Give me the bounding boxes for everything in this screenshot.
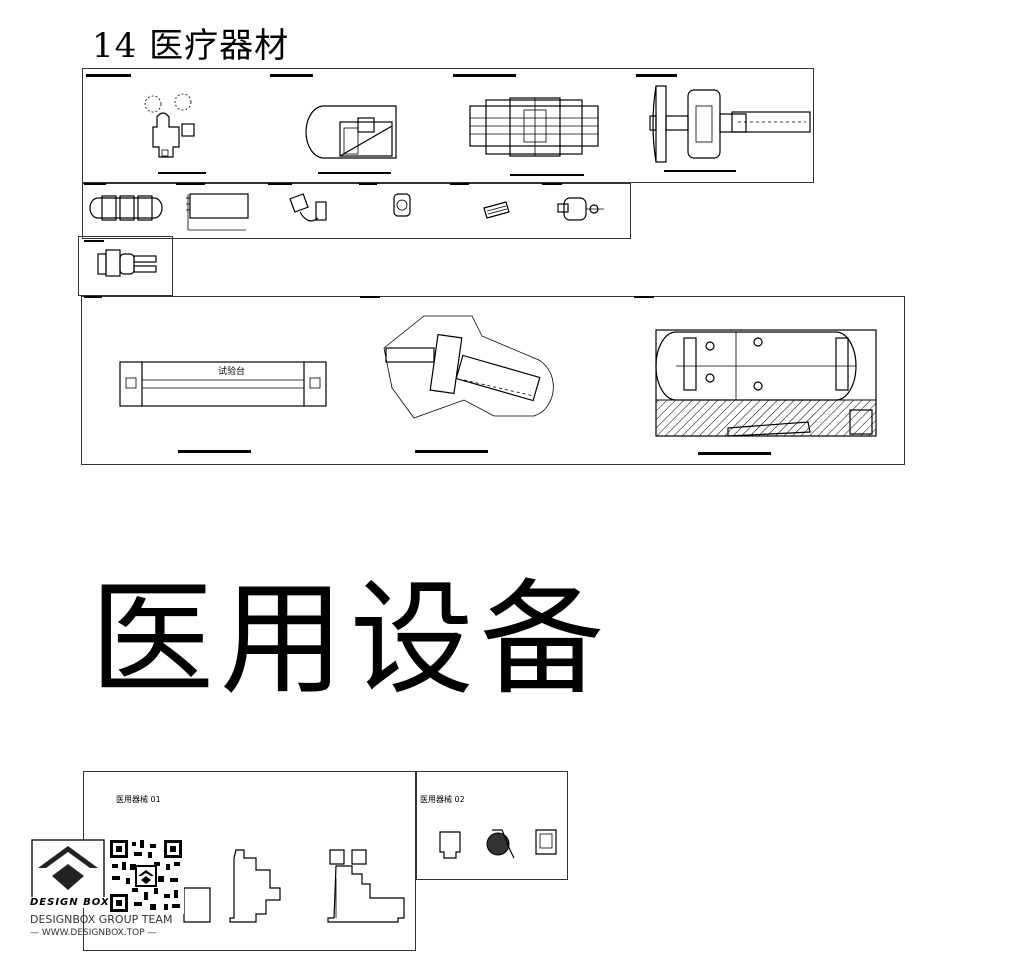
label-bar <box>360 296 380 298</box>
stretcher-drawing <box>89 195 163 221</box>
monitor-drawing <box>393 193 411 217</box>
label-bar <box>453 74 516 77</box>
label-bar <box>415 450 488 453</box>
treatment-unit-drawing <box>305 105 397 159</box>
label-bar <box>84 296 102 298</box>
medical-instruments-02-panel <box>416 771 568 880</box>
label-bar <box>84 183 106 185</box>
label-bar <box>510 174 584 176</box>
equipment-row-4-frame <box>81 296 905 465</box>
dental-chair-drawing <box>144 93 195 158</box>
test-table-label: 试验台 <box>218 367 246 377</box>
hyperbaric-chamber-drawing <box>655 329 877 437</box>
dental-unit-small-drawing <box>557 197 604 221</box>
label-bar <box>176 183 205 185</box>
wheelchair-icons-drawing <box>439 829 557 859</box>
label-bar <box>268 183 292 185</box>
operating-table-drawing <box>469 97 599 157</box>
panel-label-02: 医用器械 02 <box>420 795 465 804</box>
qr-code-image <box>108 838 184 914</box>
label-bar <box>450 183 469 185</box>
logo-text: DESIGN BOX <box>30 897 110 908</box>
website-text: — WWW.DESIGNBOX.TOP — <box>30 928 157 938</box>
label-bar <box>270 74 313 77</box>
test-table-drawing <box>119 361 327 407</box>
instrument-drawing <box>289 193 327 222</box>
label-bar <box>636 74 677 77</box>
label-bar <box>318 172 391 174</box>
medical-instrument-elevations <box>183 849 405 923</box>
keyboard-drawing <box>483 201 510 219</box>
equipment-row-1-frame <box>82 68 814 183</box>
wheelchair-top-drawing <box>97 249 157 277</box>
equipment-row-2-frame <box>82 183 631 239</box>
label-bar <box>359 183 377 185</box>
label-bar <box>158 172 206 174</box>
panel-label-01: 医用器械 01 <box>116 795 161 804</box>
label-bar <box>542 183 562 185</box>
group-text: DESIGNBOX GROUP TEAM <box>30 913 173 926</box>
label-bar <box>178 450 251 453</box>
designbox-logo <box>31 839 105 899</box>
equipment-row-3-frame <box>78 236 173 296</box>
label-bar <box>634 296 654 298</box>
scanner-bed-drawing <box>649 85 811 163</box>
section-title: 14 医疗器材 <box>92 26 290 66</box>
big-title: 医用设备 <box>90 568 611 712</box>
xray-unit-drawing <box>383 315 554 419</box>
label-bar <box>86 74 131 77</box>
label-bar <box>698 452 771 455</box>
label-bar <box>84 240 104 242</box>
label-bar <box>664 170 736 172</box>
cabinet-drawing <box>186 193 249 231</box>
